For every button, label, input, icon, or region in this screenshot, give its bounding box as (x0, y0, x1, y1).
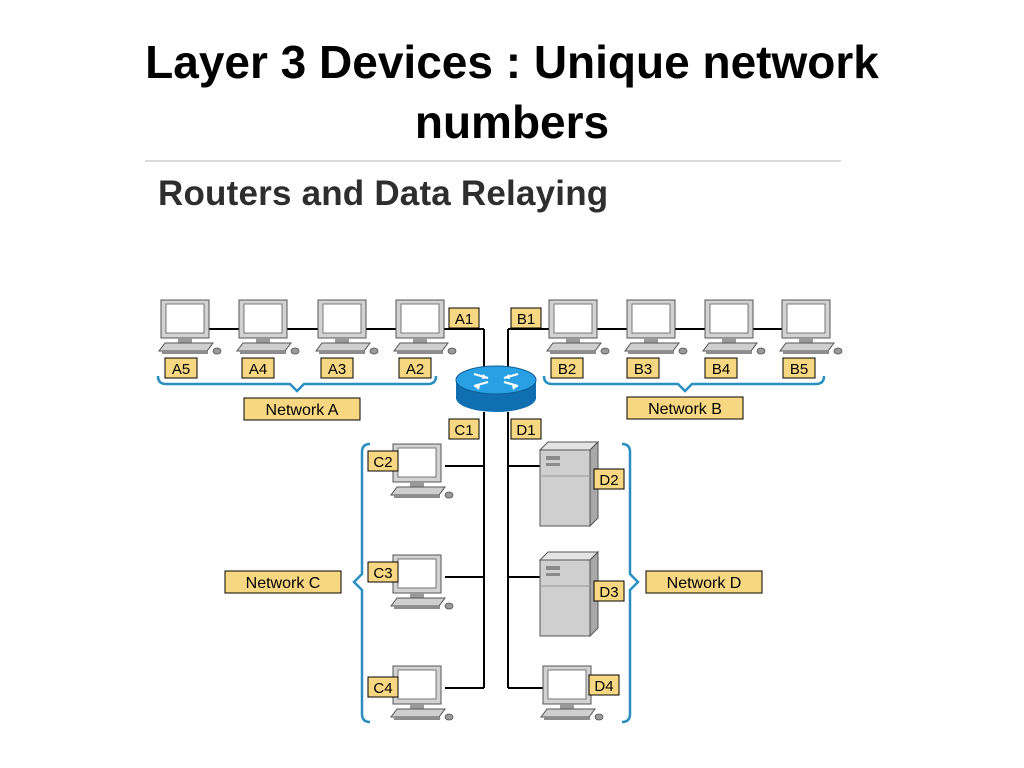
svg-text:C3: C3 (373, 565, 392, 582)
svg-text:B5: B5 (790, 361, 808, 378)
svg-text:A1: A1 (455, 311, 473, 328)
network-c-label: Network C (224, 570, 342, 594)
host-label-a2: A2 (398, 357, 432, 379)
slide-title-line1: Layer 3 Devices : Unique network (145, 36, 879, 88)
host-label-b2: B2 (550, 357, 584, 379)
workstation-c4-icon (390, 665, 454, 721)
svg-text:A2: A2 (406, 361, 424, 378)
svg-text:D2: D2 (599, 472, 618, 489)
host-label-c2: C2 (367, 450, 399, 472)
svg-text:B1: B1 (517, 311, 535, 328)
port-label-b1: B1 (510, 307, 542, 329)
svg-text:D3: D3 (599, 584, 618, 601)
workstation-c3-icon (390, 554, 454, 610)
svg-text:D1: D1 (516, 422, 535, 439)
slide-title-line2: numbers (414, 96, 610, 148)
slide-title: Layer 3 Devices : Unique network numbers (0, 32, 1024, 152)
host-label-c4: C4 (367, 676, 399, 698)
svg-text:Network C: Network C (246, 575, 321, 592)
svg-text:B3: B3 (634, 361, 652, 378)
network-c-brace (352, 442, 371, 724)
network-a: A5 A4 A3 A2 Network A (156, 299, 457, 421)
port-label-a1: A1 (448, 307, 480, 329)
network-d-label: Network D (645, 570, 763, 594)
host-label-d4: D4 (588, 674, 620, 696)
title-divider (145, 160, 841, 162)
host-label-a5: A5 (164, 357, 198, 379)
router-icon (455, 365, 537, 412)
svg-text:B4: B4 (712, 361, 730, 378)
workstation-b3-icon (624, 299, 688, 355)
network-c: C2 C3 C4 Network C (224, 442, 454, 724)
workstation-b5-icon (779, 299, 843, 355)
host-label-d3: D3 (593, 580, 625, 602)
server-d3-icon (539, 551, 599, 637)
svg-text:C1: C1 (454, 422, 473, 439)
network-b: B2 B3 B4 B5 Network B (542, 299, 843, 420)
network-a-label: Network A (243, 397, 361, 421)
svg-text:A4: A4 (249, 361, 267, 378)
host-label-a3: A3 (320, 357, 354, 379)
svg-text:A5: A5 (172, 361, 190, 378)
host-label-d2: D2 (593, 468, 625, 490)
network-b-brace (542, 375, 826, 393)
network-d: D2 D3 D4 Network D (539, 441, 763, 724)
svg-text:C4: C4 (373, 680, 392, 697)
host-label-a4: A4 (241, 357, 275, 379)
workstation-a2-icon (393, 299, 457, 355)
server-d2-icon (539, 441, 599, 527)
workstation-b4-icon (702, 299, 766, 355)
svg-text:C2: C2 (373, 454, 392, 471)
workstation-c2-icon (390, 443, 454, 499)
workstation-a4-icon (236, 299, 300, 355)
host-label-b3: B3 (626, 357, 660, 379)
svg-text:Network D: Network D (667, 575, 742, 592)
network-d-brace (621, 442, 640, 724)
svg-text:D4: D4 (594, 678, 613, 695)
host-label-b5: B5 (782, 357, 816, 379)
port-label-d1: D1 (510, 418, 542, 440)
svg-text:Network A: Network A (266, 402, 339, 419)
figure-title: Routers and Data Relaying (158, 174, 609, 213)
workstation-a3-icon (315, 299, 379, 355)
network-a-brace (156, 375, 438, 393)
svg-text:B2: B2 (558, 361, 576, 378)
workstation-a5-icon (158, 299, 222, 355)
workstation-b2-icon (546, 299, 610, 355)
svg-text:A3: A3 (328, 361, 346, 378)
host-label-b4: B4 (704, 357, 738, 379)
svg-text:Network B: Network B (648, 401, 722, 418)
host-label-c3: C3 (367, 561, 399, 583)
network-b-label: Network B (626, 396, 744, 420)
port-label-c1: C1 (448, 418, 480, 440)
